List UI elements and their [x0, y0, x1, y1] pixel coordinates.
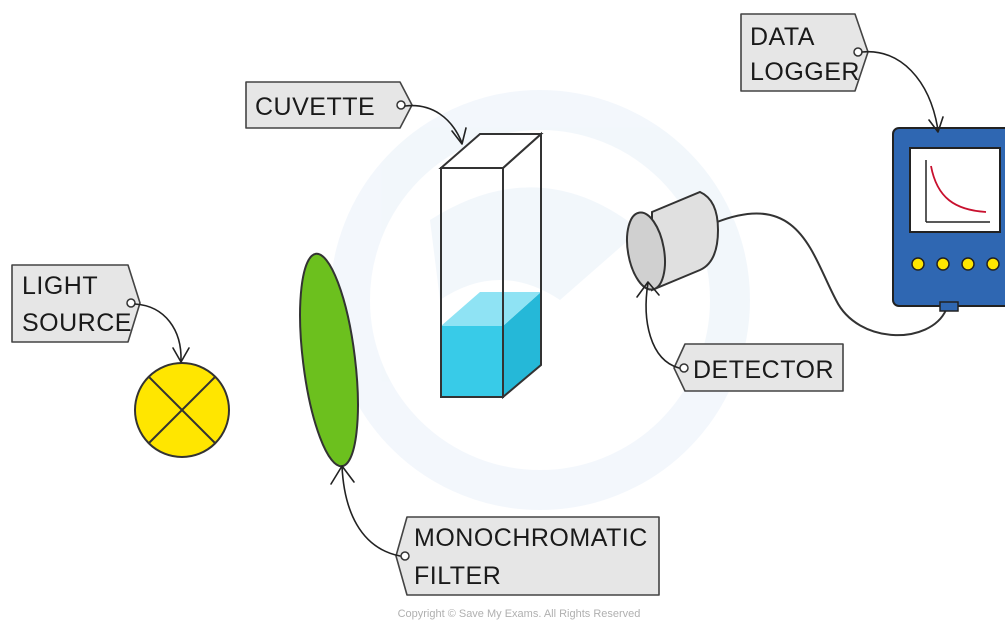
- light-source-label-line1: LIGHT: [22, 272, 98, 300]
- light-source-label-line2: SOURCE: [22, 309, 132, 337]
- monochromatic-filter-label-line1: MONOCHROMATIC: [414, 524, 648, 552]
- copyright-notice: Copyright © Save My Exams. All Rights Re…: [398, 608, 641, 620]
- watermark-logo: [330, 90, 750, 510]
- data-logger-label-line1: DATA: [750, 23, 815, 51]
- data-logger-label-line2: LOGGER: [750, 58, 860, 86]
- detector-label: DETECTOR: [693, 356, 834, 384]
- cuvette-label: CUVETTE: [255, 93, 375, 121]
- detector-cable: [716, 212, 947, 337]
- detector: [626, 190, 720, 292]
- light-source-lamp: [134, 362, 230, 458]
- logger-graph: [925, 160, 990, 223]
- detector-label-tag: DETECTOR: [636, 281, 844, 392]
- cuvette-label-tag: CUVETTE: [245, 81, 467, 145]
- data-logger-label-tag: DATA LOGGER: [740, 13, 944, 133]
- data-logger: [892, 127, 1005, 312]
- monochromatic-filter-label-line2: FILTER: [414, 562, 501, 590]
- logger-buttons: [911, 257, 1000, 271]
- cuvette: [438, 131, 544, 400]
- light-source-label-tag: LIGHT SOURCE: [11, 264, 190, 363]
- monochromatic-filter-label-tag: MONOCHROMATIC FILTER: [330, 465, 660, 596]
